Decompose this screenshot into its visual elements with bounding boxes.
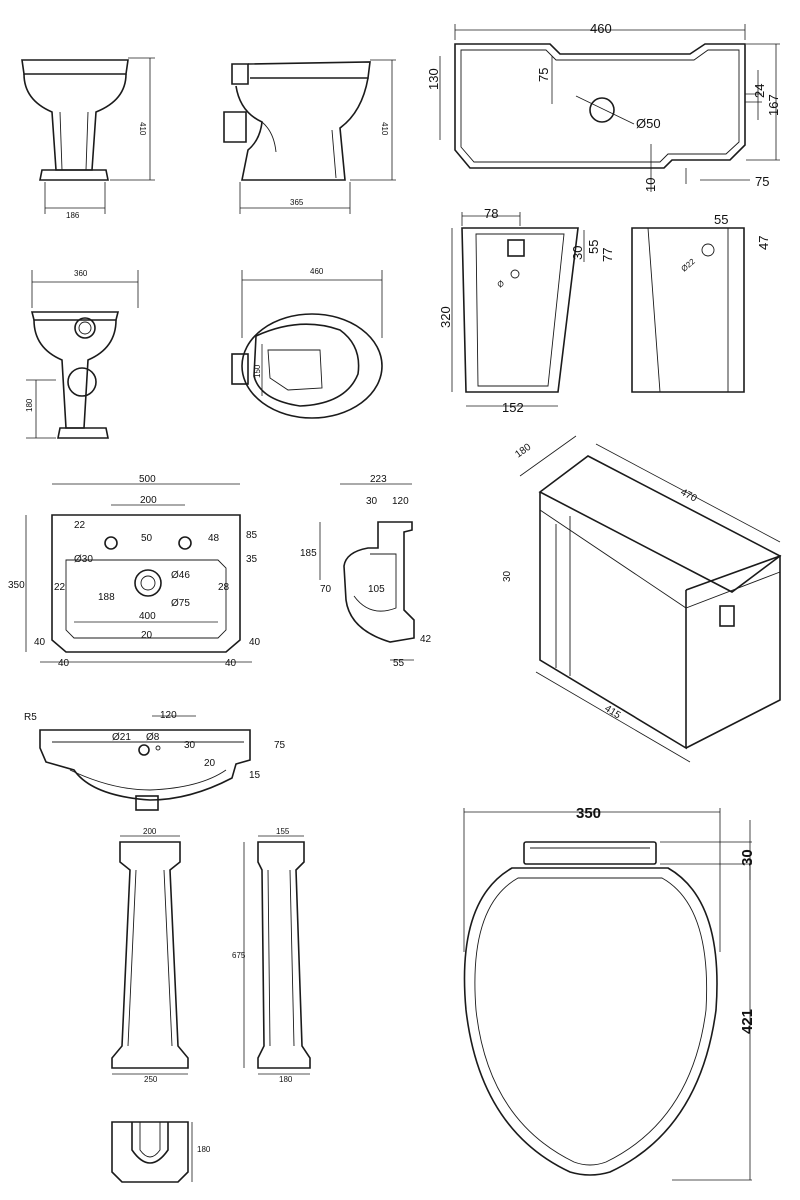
basin-profile-span-label: 120 <box>160 710 177 721</box>
basin-profile-view: R5 120 Ø21 Ø8 30 75 20 15 <box>24 710 286 811</box>
cistern-iso-length-label: 470 <box>679 487 699 505</box>
cistern-elev-right-top-label: 55 <box>714 212 728 227</box>
wc-top-seat-offset-label: 150 <box>253 364 262 378</box>
wc-rear-outlet-label: 180 <box>25 398 34 412</box>
cistern-elev-top-left-label: 78 <box>484 206 498 221</box>
basin-plan-foot-left-40-label: 40 <box>58 658 70 669</box>
wc-top-view: 460 150 <box>231 267 383 419</box>
cistern-elev-d55-label: 55 <box>586 240 601 254</box>
basin-plan-view: 500 200 22 50 48 85 Ø30 35 350 22 Ø46 28… <box>8 474 261 669</box>
seat-width-label: 350 <box>576 805 601 822</box>
cistern-plan-hole-label: Ø50 <box>636 116 661 131</box>
basin-plan-width-label: 500 <box>139 474 156 485</box>
basin-section-view: 223 30 120 185 70 105 42 55 <box>300 474 432 669</box>
basin-plan-inner-188-label: 188 <box>98 592 115 603</box>
wc-rear-view: 360 180 <box>25 269 139 439</box>
toilet-seat-view: 350 30 421 <box>463 805 756 1181</box>
basin-plan-left-40-label: 40 <box>34 637 46 648</box>
basin-plan-waste-a-label: Ø46 <box>171 570 190 581</box>
basin-profile-hole8-label: Ø8 <box>146 732 160 743</box>
pedestal-side-bottom-label: 180 <box>279 1075 293 1084</box>
basin-section-b55-label: 55 <box>393 658 405 669</box>
basin-profile-d30-label: 30 <box>184 740 196 751</box>
cistern-plan-right-a-label: 24 <box>752 84 767 98</box>
basin-plan-bottom-20-label: 20 <box>141 630 153 641</box>
cistern-elev-small-hole-label: Ø <box>496 279 507 290</box>
basin-plan-left-22-label: 22 <box>74 520 86 531</box>
cistern-iso-depth-label: 180 <box>513 441 533 460</box>
wc-side-view: 365 410 <box>223 59 396 214</box>
basin-plan-height-label: 350 <box>8 580 25 591</box>
wc-side-height-label: 410 <box>380 122 389 136</box>
basin-profile-d15-label: 15 <box>249 770 261 781</box>
basin-section-d120-label: 120 <box>392 496 409 507</box>
wc-side-depth-label: 365 <box>290 198 304 207</box>
basin-profile-d20-label: 20 <box>204 758 216 769</box>
cistern-plan-gap-label: 10 <box>643 178 658 192</box>
basin-plan-left-22b-label: 22 <box>54 582 66 593</box>
seat-hinge-label: 30 <box>739 849 756 866</box>
cistern-elev-bottom-label: 152 <box>502 400 524 415</box>
basin-section-h70-label: 70 <box>320 584 332 595</box>
wc-front-width-label: 186 <box>66 211 80 220</box>
pedestal-height-label: 675 <box>232 951 246 960</box>
cistern-iso-base-label: 415 <box>602 703 622 721</box>
basin-plan-right-40-label: 40 <box>249 637 261 648</box>
basin-plan-right-85-label: 85 <box>246 530 258 541</box>
basin-plan-foot-right-40-label: 40 <box>225 658 237 669</box>
basin-plan-hole-span-label: 200 <box>140 495 157 506</box>
basin-plan-mid-50-label: 50 <box>141 533 153 544</box>
basin-profile-radius-label: R5 <box>24 712 37 723</box>
basin-plan-tap-hole-label: Ø30 <box>74 554 93 565</box>
basin-section-depth-label: 223 <box>370 474 387 485</box>
basin-section-d30-label: 30 <box>366 496 378 507</box>
cistern-isometric-view: 180 470 30 415 <box>502 435 782 763</box>
wc-rear-width-label: 360 <box>74 269 88 278</box>
cistern-plan-depth-label: 130 <box>426 68 441 90</box>
seat-length-label: 421 <box>739 1009 756 1034</box>
basin-plan-right-35-label: 35 <box>246 554 258 565</box>
pedestal-front-bottom-label: 250 <box>144 1075 158 1084</box>
pedestal-side-view: 675 155 180 <box>232 827 311 1084</box>
cistern-elev-inlet-label: Ø22 <box>680 257 698 274</box>
basin-section-r42-label: 42 <box>420 634 432 645</box>
pedestal-side-top-label: 155 <box>276 827 290 836</box>
cistern-elevations: 78 320 152 30 55 77 55 47 Ø22 Ø <box>438 206 771 415</box>
basin-plan-inner-400-label: 400 <box>139 611 156 622</box>
cistern-iso-height-label: 30 <box>502 570 513 582</box>
basin-profile-hole21-label: Ø21 <box>112 732 131 743</box>
cistern-plan-right-b-label: 167 <box>766 94 781 116</box>
basin-plan-waste-b-label: Ø75 <box>171 598 190 609</box>
wc-front-height-label: 410 <box>138 122 147 136</box>
basin-plan-right-48-label: 48 <box>208 533 220 544</box>
cistern-plan-offset-label: 75 <box>536 68 551 82</box>
cistern-elev-d77-label: 77 <box>600 248 615 262</box>
basin-plan-right-28-label: 28 <box>218 582 230 593</box>
basin-section-d105-label: 105 <box>368 584 385 595</box>
wc-top-depth-label: 460 <box>310 267 324 276</box>
wc-front-view: 186 410 <box>21 57 155 220</box>
cistern-elev-height-label: 320 <box>438 306 453 328</box>
basin-section-h185-label: 185 <box>300 548 317 559</box>
pedestal-front-top-label: 200 <box>143 827 157 836</box>
pedestal-plan-view: 180 <box>111 1121 211 1183</box>
cistern-elev-right-47-label: 47 <box>756 236 771 250</box>
cistern-plan-width-label: 460 <box>590 21 612 36</box>
cistern-elev-d30-label: 30 <box>570 246 585 260</box>
cistern-plan-bottom-right-label: 75 <box>755 174 769 189</box>
basin-profile-d75-label: 75 <box>274 740 286 751</box>
cistern-plan-view: 460 130 75 Ø50 24 167 10 75 <box>426 21 781 192</box>
pedestal-front-view: 200 250 <box>111 827 189 1084</box>
pedestal-plan-depth-label: 180 <box>197 1145 211 1154</box>
